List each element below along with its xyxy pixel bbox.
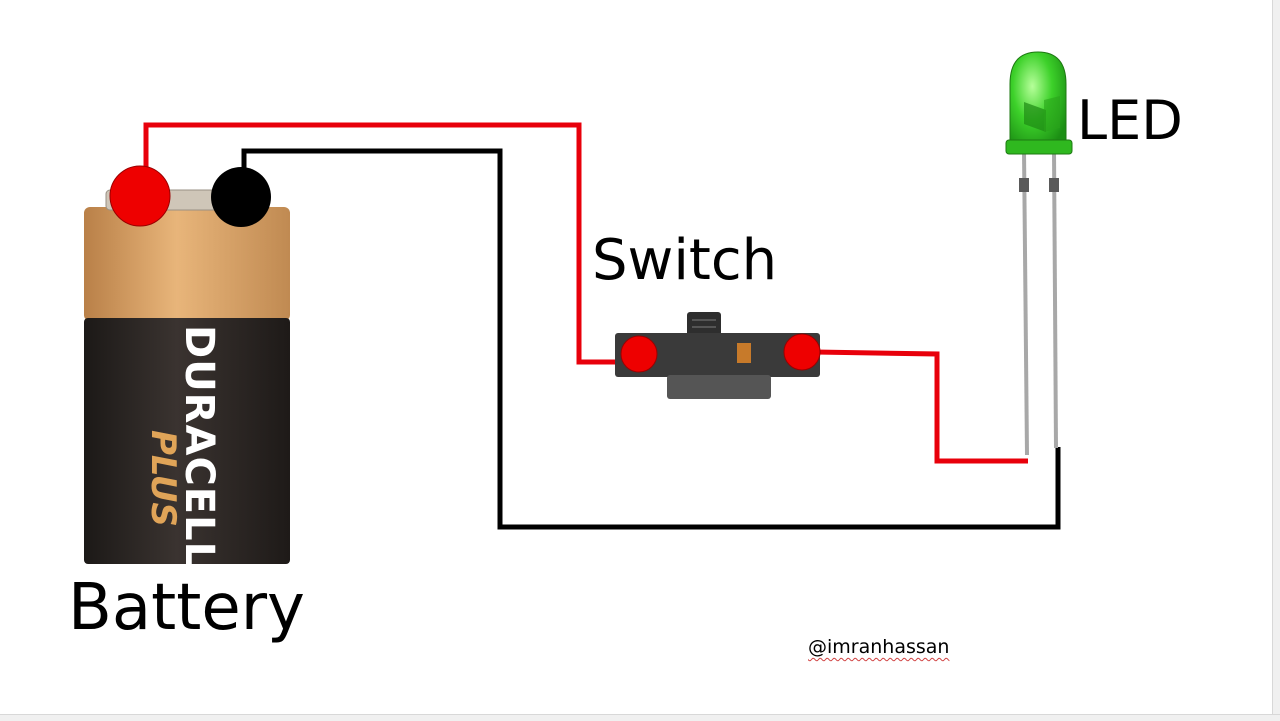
- window-edge-right: [1272, 0, 1280, 720]
- switch-base: [667, 375, 771, 399]
- battery: DURACELL PLUS: [84, 189, 290, 568]
- author-credit: @imranhassan: [808, 636, 950, 658]
- switch-label: Switch: [592, 228, 778, 293]
- led-label: LED: [1077, 89, 1183, 152]
- switch-indicator: [737, 343, 751, 363]
- led-lead-cathode: [1052, 149, 1058, 449]
- positive-wire-battery-to-switch: [143, 122, 622, 365]
- led: [1005, 51, 1073, 456]
- battery-negative-terminal: [211, 167, 271, 227]
- led-lead-anode: [1022, 149, 1029, 456]
- negative-wire-battery-to-led: [241, 148, 1061, 530]
- battery-body: [84, 318, 290, 564]
- switch-right-terminal: [783, 333, 821, 371]
- battery-top-band: [84, 207, 290, 321]
- positive-wire-switch-to-led: [814, 349, 1028, 464]
- switch-body: [615, 333, 820, 377]
- battery-label: Battery: [68, 571, 305, 645]
- battery-brand-subtitle: PLUS: [143, 430, 183, 527]
- slide-switch: [615, 312, 821, 399]
- switch-left-terminal: [620, 335, 658, 373]
- window-edge-bottom: [0, 714, 1280, 721]
- battery-brand-name: DURACELL: [176, 325, 222, 568]
- battery-positive-terminal: [109, 165, 171, 227]
- led-rim: [1005, 139, 1073, 155]
